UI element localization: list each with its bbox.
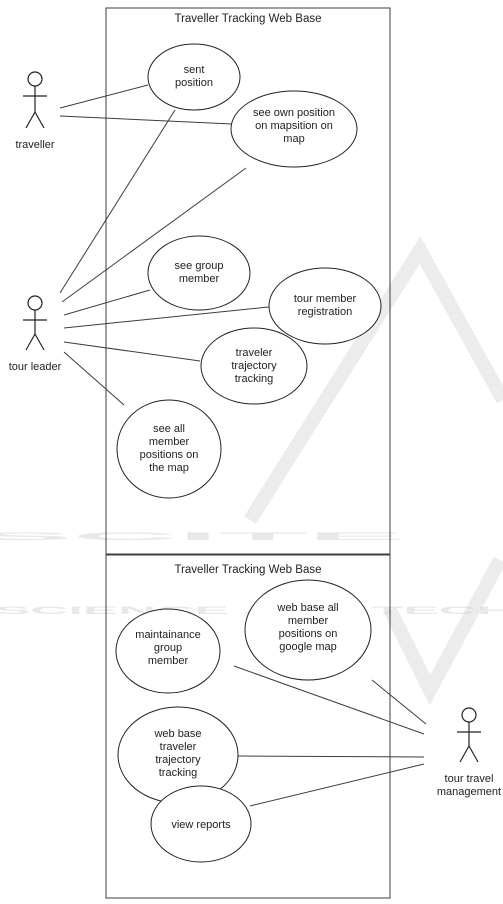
actor-head-icon: [461, 707, 477, 723]
actor-head-icon: [27, 71, 43, 87]
assoc-leader-see-all-member-positions: [63, 351, 125, 406]
system-boundary-top: Traveller Tracking Web Base: [105, 7, 391, 555]
use-case-label: view reports: [171, 819, 231, 831]
watermark-word: SCITE: [0, 531, 405, 543]
actor-tour-leader: tour leader: [9, 295, 62, 373]
system-title-bottom: Traveller Tracking Web Base: [174, 564, 321, 576]
assoc-traveller-see-own-position: [59, 115, 233, 125]
assoc-traveller-sent-position: [59, 84, 149, 109]
watermark: SCITE SCIENCE AND TECH: [0, 236, 503, 706]
assoc-leader-tour-member-registration: [63, 304, 289, 329]
assoc-management-google-map: [371, 679, 427, 725]
actor-label-tour-leader: tour leader: [9, 361, 62, 373]
system-title-top: Traveller Tracking Web Base: [174, 13, 321, 25]
associations: [59, 84, 427, 807]
system-boundary-bottom: Traveller Tracking Web Base: [105, 554, 391, 899]
actor-traveller: traveller: [15, 71, 55, 151]
actor-label-traveller: traveller: [15, 139, 54, 151]
assoc-management-maintainance: [233, 665, 425, 735]
actor-head-icon: [27, 295, 43, 311]
assoc-management-view-reports: [249, 763, 425, 807]
assoc-leader-see-group-member: [63, 289, 151, 316]
assoc-leader-see-own-position: [61, 167, 247, 303]
assoc-leader-trajectory-tracking: [63, 341, 201, 362]
watermark-swoosh: [244, 236, 503, 524]
assoc-leader-sent-position: [59, 109, 176, 294]
use-case-view-reports: view reports: [150, 785, 252, 863]
assoc-management-web-trajectory: [235, 755, 425, 758]
watermark-swoosh-lower: [383, 556, 503, 706]
